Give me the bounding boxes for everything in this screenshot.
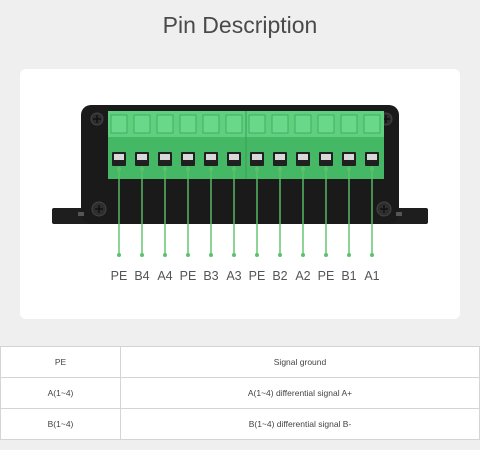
leader-dot	[301, 167, 305, 171]
terminal-clamp	[160, 154, 170, 160]
pin-label: B2	[272, 269, 287, 283]
pin-label: A3	[226, 269, 241, 283]
leader-dot	[278, 253, 282, 257]
pin-label: PE	[318, 269, 335, 283]
leader-dot	[186, 253, 190, 257]
leader-dot	[347, 253, 351, 257]
terminal-clamp	[298, 154, 308, 160]
pin-label: A1	[364, 269, 379, 283]
pin-description-cell: A(1~4) differential signal A+	[120, 377, 480, 409]
flange-slot-right	[396, 212, 402, 216]
leader-dot	[186, 167, 190, 171]
leader-dot	[370, 167, 374, 171]
pin-description-table: PE Signal ground A(1~4) A(1~4) different…	[0, 346, 480, 440]
terminal-clamp	[275, 154, 285, 160]
terminal-ridge	[294, 114, 312, 134]
terminal-clamp	[367, 154, 377, 160]
leader-dot	[209, 253, 213, 257]
leader-dot	[140, 167, 144, 171]
terminal-ridge	[248, 114, 266, 134]
pin-label: A2	[295, 269, 310, 283]
table-row: A(1~4) A(1~4) differential signal A+	[0, 377, 480, 409]
pin-group: PE B4 A4 PE B3 A3 PE B2 A2 PE B1 A1	[110, 114, 381, 283]
terminal-clamp	[321, 154, 331, 160]
leader-dot	[209, 167, 213, 171]
terminal-clamp	[252, 154, 262, 160]
pin-label: PE	[180, 269, 197, 283]
leader-dot	[163, 253, 167, 257]
pin-label: A4	[157, 269, 172, 283]
pin-label: PE	[249, 269, 266, 283]
leader-dot	[370, 253, 374, 257]
terminal-clamp	[344, 154, 354, 160]
pin-label: B3	[203, 269, 218, 283]
leader-dot	[232, 167, 236, 171]
terminal-ridge	[110, 114, 128, 134]
terminal-clamp	[206, 154, 216, 160]
terminal-ridge	[133, 114, 151, 134]
terminal-ridge	[202, 114, 220, 134]
leader-dot	[324, 167, 328, 171]
leader-dot	[347, 167, 351, 171]
terminal-clamp	[137, 154, 147, 160]
terminal-ridge	[317, 114, 335, 134]
terminal-ridge	[363, 114, 381, 134]
pin-name-cell: PE	[0, 346, 121, 378]
leader-dot	[255, 253, 259, 257]
leader-dot	[117, 253, 121, 257]
pin-label: PE	[111, 269, 128, 283]
terminal-ridge	[271, 114, 289, 134]
leader-dot	[278, 167, 282, 171]
table-row: B(1~4) B(1~4) differential signal B-	[0, 408, 480, 440]
terminal-ridge	[340, 114, 358, 134]
screw-icon	[376, 201, 392, 217]
pin-description-cell: B(1~4) differential signal B-	[120, 408, 480, 440]
terminal-ridge	[156, 114, 174, 134]
leader-dot	[140, 253, 144, 257]
screw-icon	[91, 201, 107, 217]
page-title: Pin Description	[162, 12, 318, 38]
pin-description-cell: Signal ground	[120, 346, 480, 378]
leader-dot	[163, 167, 167, 171]
flange-slot-left	[78, 212, 84, 216]
table-row: PE Signal ground	[0, 346, 480, 378]
pin-diagram: PE B4 A4 PE B3 A3 PE B2 A2 PE B1 A1	[52, 105, 428, 283]
terminal-ridge	[179, 114, 197, 134]
leader-dot	[117, 167, 121, 171]
product-image-panel: PE B4 A4 PE B3 A3 PE B2 A2 PE B1 A1	[20, 69, 460, 319]
pin-name-cell: A(1~4)	[0, 377, 121, 409]
leader-dot	[255, 167, 259, 171]
screw-icon	[90, 112, 104, 126]
leader-dot	[324, 253, 328, 257]
terminal-clamp	[114, 154, 124, 160]
terminal-ridge	[225, 114, 243, 134]
leader-dot	[301, 253, 305, 257]
pin-label: B4	[134, 269, 149, 283]
leader-dot	[232, 253, 236, 257]
pin-label: B1	[341, 269, 356, 283]
terminal-clamp	[229, 154, 239, 160]
terminal-block	[108, 111, 384, 179]
pin-name-cell: B(1~4)	[0, 408, 121, 440]
terminal-clamp	[183, 154, 193, 160]
